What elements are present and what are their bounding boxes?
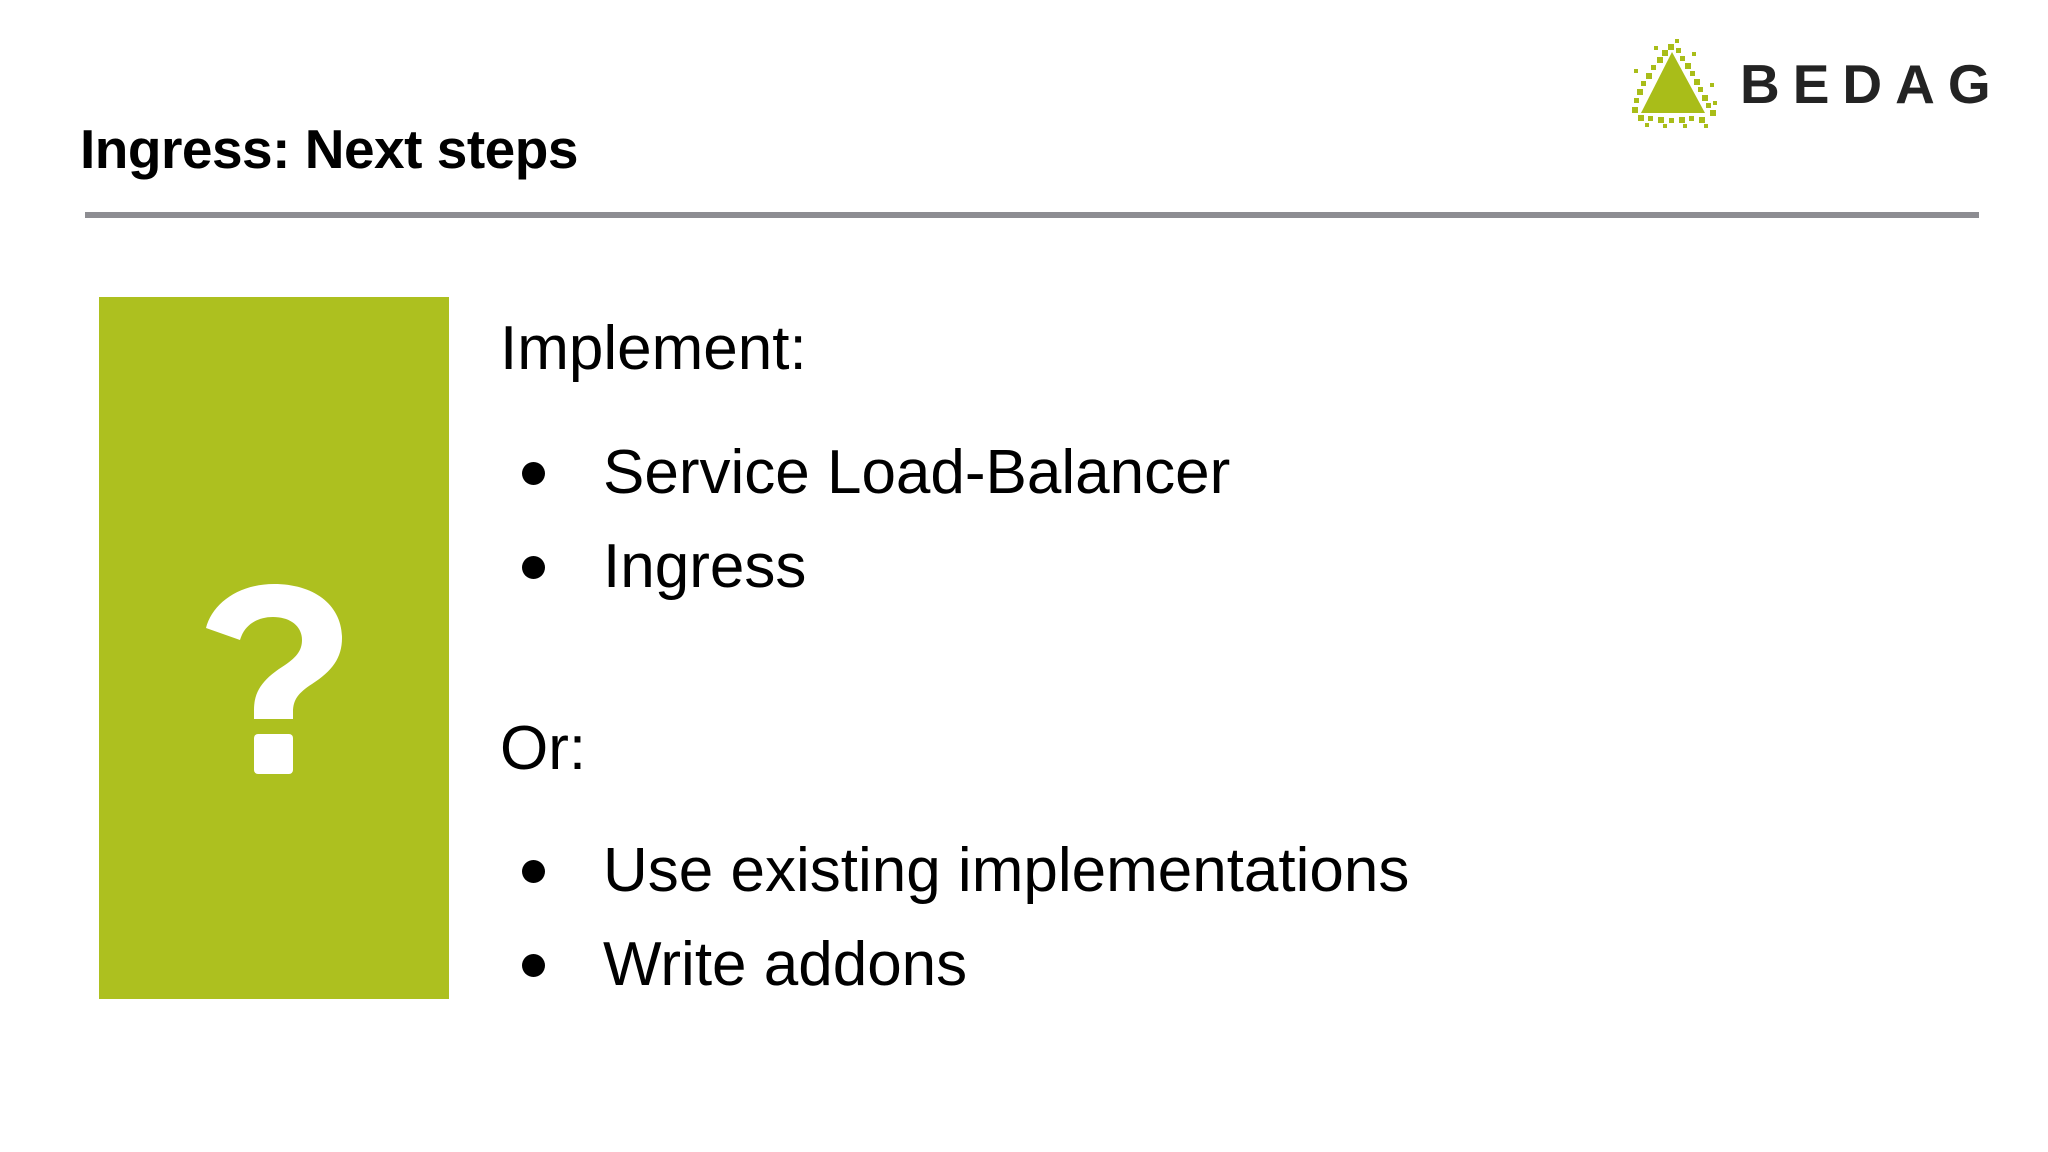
list-item: Use existing implementations [500, 824, 1980, 918]
list-item: Write addons [500, 918, 1980, 1012]
group-lead-or: Or: [500, 714, 587, 783]
list-item: Ingress [500, 520, 1980, 614]
bedag-logo: BEDAG [1632, 34, 2022, 134]
group-lead-implement: Implement: [500, 314, 807, 383]
bullet-list-implement: Service Load-Balancer Ingress [500, 426, 1980, 614]
bullet-dot-icon [522, 555, 545, 579]
pixelated-triangle-icon [1632, 39, 1718, 129]
bullet-label: Write addons [603, 930, 968, 999]
question-mark-icon [99, 584, 449, 774]
bullet-dot-icon [522, 859, 545, 883]
bullet-label: Service Load-Balancer [603, 438, 1231, 507]
bullet-dot-icon [522, 461, 545, 485]
bullet-label: Use existing implementations [603, 836, 1410, 905]
title-divider [85, 212, 1979, 218]
bullet-list-or: Use existing implementations Write addon… [500, 824, 1980, 1012]
body-content: Implement: Service Load-Balancer Ingress… [500, 318, 1980, 1012]
bullet-dot-icon [522, 953, 545, 977]
question-panel [99, 297, 449, 999]
list-item: Service Load-Balancer [500, 426, 1980, 520]
bullet-label: Ingress [603, 532, 807, 601]
logo-wordmark: BEDAG [1740, 52, 2004, 115]
page-title: Ingress: Next steps [80, 118, 578, 180]
